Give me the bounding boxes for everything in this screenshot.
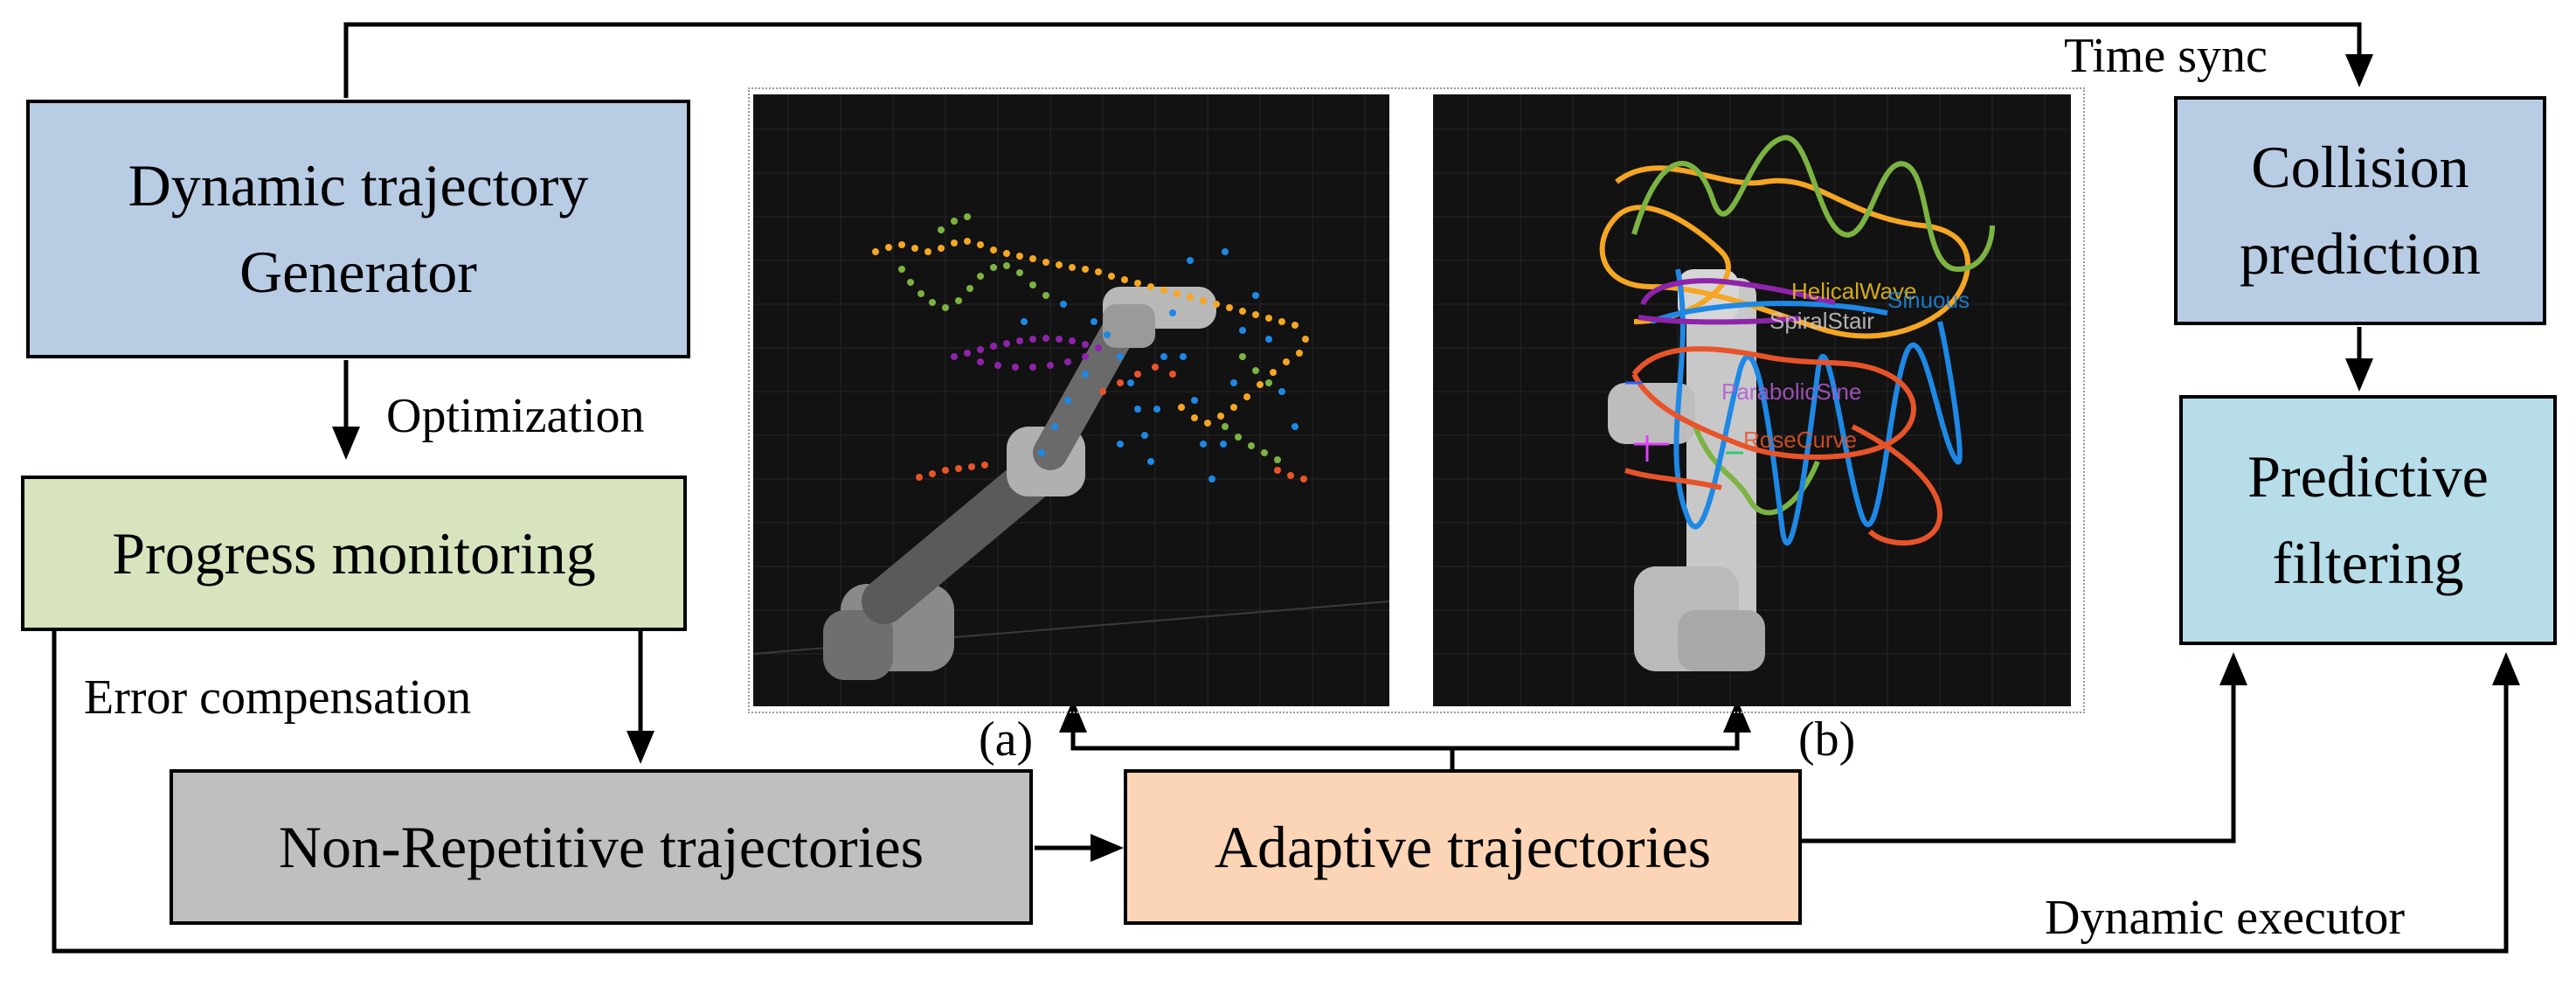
label-panel-b: (b) — [1798, 712, 1856, 767]
purple-curve-b — [1638, 278, 1836, 325]
overlay-sinuous: Sinuous — [1887, 287, 1970, 313]
arrowhead-nonrep-adaptive — [1091, 834, 1124, 862]
label-dynamic-executor: Dynamic executor — [2045, 891, 2406, 945]
arrowhead-optimization — [332, 427, 360, 460]
generator-line1: Dynamic trajectory — [128, 152, 589, 219]
collision-box: Collision prediction — [2174, 96, 2546, 325]
overlay-spiral-stair: SpiralStair — [1769, 308, 1874, 334]
arrowhead-collision-filtering — [2345, 358, 2373, 392]
green-trajectory-a — [898, 213, 1281, 463]
blue-curve-b — [1650, 268, 1963, 546]
overlay-rose-curve: RoseCurve — [1743, 427, 1858, 453]
arrow-time-sync — [343, 22, 2362, 98]
overlay-helical-wave: HelicalWave — [1791, 278, 1917, 304]
progress-label: Progress monitoring — [112, 519, 596, 587]
overlay-parabolic-sine: ParabolicSine — [1721, 378, 1862, 405]
purple-trajectory-a — [951, 335, 1102, 371]
robot-arm-a — [823, 287, 1216, 680]
label-error-compensation: Error compensation — [84, 670, 472, 725]
orange-curve-b — [1599, 165, 1970, 339]
label-optimization: Optimization — [386, 389, 645, 443]
arrowhead-error-compensation — [627, 731, 654, 764]
blue-trajectory-a — [1021, 248, 1298, 483]
label-panel-a: (a) — [979, 712, 1034, 767]
nonrep-label: Non-Repetitive trajectories — [278, 813, 924, 880]
adaptive-box: Adaptive trajectories — [1124, 769, 1802, 925]
arrow-adaptive-filtering — [1802, 685, 2236, 844]
arrowhead-panel-a — [1059, 699, 1087, 733]
arrowhead-time-sync — [2345, 54, 2373, 87]
orange-trajectory-a — [872, 238, 1309, 427]
nonrep-box: Non-Repetitive trajectories — [170, 769, 1033, 925]
filtering-line1: Predictive — [2247, 443, 2489, 510]
progress-box: Progress monitoring — [21, 476, 687, 631]
collision-line1: Collision — [2251, 134, 2469, 201]
arrowhead-adaptive-filtering — [2219, 652, 2247, 685]
arrow-dynamic-executor — [52, 631, 2509, 954]
arrow-to-panels — [1070, 724, 1740, 751]
arrowhead-dynamic-executor — [2492, 652, 2520, 685]
panel-b-render: HelicalWave Sinuous SpiralStair Paraboli… — [1433, 94, 2071, 706]
label-time-sync: Time sync — [2064, 29, 2268, 83]
collision-line2: prediction — [2240, 220, 2481, 287]
panel-a-render — [753, 94, 1389, 706]
arrowhead-panel-b — [1723, 699, 1751, 733]
axes-markers-b — [1625, 381, 1743, 462]
red-trajectory-a — [916, 364, 1307, 483]
adaptive-label: Adaptive trajectories — [1214, 813, 1712, 880]
filtering-line2: filtering — [2272, 530, 2464, 596]
red-curve-b — [1624, 346, 1943, 546]
filtering-box: Predictive filtering — [2179, 395, 2557, 645]
generator-line2: Generator — [239, 239, 477, 305]
panels-frame — [748, 87, 2085, 713]
